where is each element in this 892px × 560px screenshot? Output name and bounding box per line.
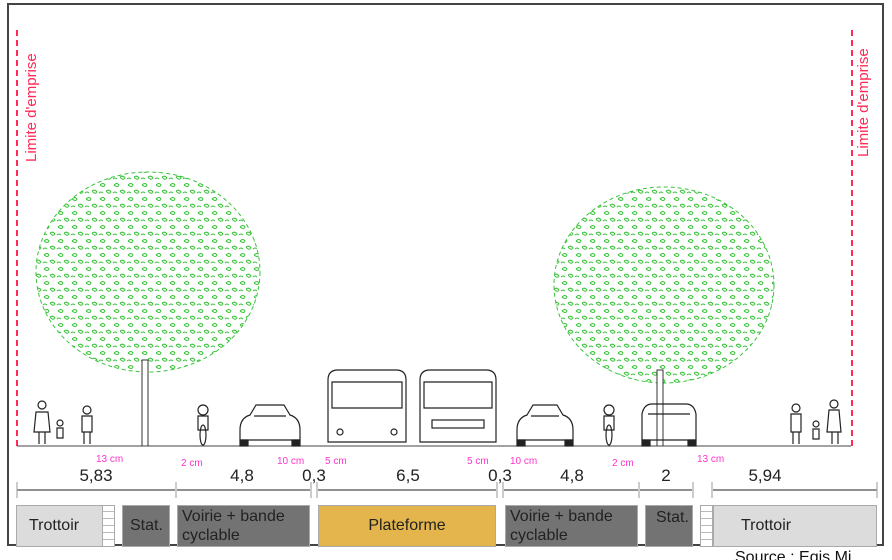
zone-plateforme: Plateforme <box>318 505 496 547</box>
zone-label-line: cyclable <box>510 527 568 544</box>
dimension-value: 0,3 <box>488 466 512 485</box>
offset-note: 2 cm <box>612 458 634 469</box>
limit-line-left <box>16 30 18 446</box>
curb-hatch-right <box>700 505 713 547</box>
zone-voirie-right: Voirie + bande cyclable <box>505 505 638 547</box>
zone-stat-right: Stat. <box>645 505 693 547</box>
zone-label: Plateforme <box>368 517 446 534</box>
dimension-lines <box>16 482 878 498</box>
curb-hatch-left <box>102 505 115 547</box>
offset-note: 10 cm <box>277 456 305 467</box>
zone-label: Stat. <box>656 509 689 526</box>
left-tree <box>35 171 261 447</box>
zone-label-line: Voirie + bande <box>182 508 285 525</box>
limit-line-right <box>851 30 853 446</box>
right-tree <box>553 186 775 447</box>
dimension-value: 4,8 <box>560 466 584 485</box>
zone-label: Voirie + bande cyclable <box>510 507 613 545</box>
pedestrians-left <box>33 400 93 444</box>
offset-note: 13 cm <box>96 454 124 465</box>
zone-label: Trottoir <box>741 517 792 534</box>
dimension-value: 0,3 <box>302 466 326 485</box>
offset-note: 5 cm <box>325 456 347 467</box>
cyclist-left <box>197 404 209 446</box>
dimension-value: 4,8 <box>230 466 254 485</box>
zone-label: Trottoir <box>29 517 80 534</box>
parked-van <box>641 403 697 447</box>
zone-trottoir-right: Trottoir <box>713 505 877 547</box>
dimension-value: 6,5 <box>396 466 420 485</box>
pedestrians-right <box>790 399 842 444</box>
tram-left <box>327 369 407 443</box>
zone-voirie-left: Voirie + bande cyclable <box>177 505 310 547</box>
offset-note: 10 cm <box>510 456 538 467</box>
dimension-value: 2 <box>661 466 671 485</box>
offset-note: 5 cm <box>467 456 489 467</box>
cyclist-right <box>603 404 615 446</box>
zone-trottoir-left: Trottoir <box>16 505 103 547</box>
zone-label-line: Voirie + bande <box>510 508 613 525</box>
zone-label-line: cyclable <box>182 527 240 544</box>
zone-stat-left: Stat. <box>122 505 170 547</box>
tram-right <box>419 369 497 443</box>
source-caption: Source : Egis Mi <box>735 549 852 560</box>
zone-label: Voirie + bande cyclable <box>182 507 285 545</box>
car-right <box>516 404 574 447</box>
offset-note: 2 cm <box>181 458 203 469</box>
dimension-value: 5,83 <box>79 466 113 485</box>
zone-label: Stat. <box>130 517 163 534</box>
dimension-value: 5,94 <box>748 466 782 485</box>
car-left <box>239 404 301 447</box>
offset-note: 13 cm <box>697 454 725 465</box>
